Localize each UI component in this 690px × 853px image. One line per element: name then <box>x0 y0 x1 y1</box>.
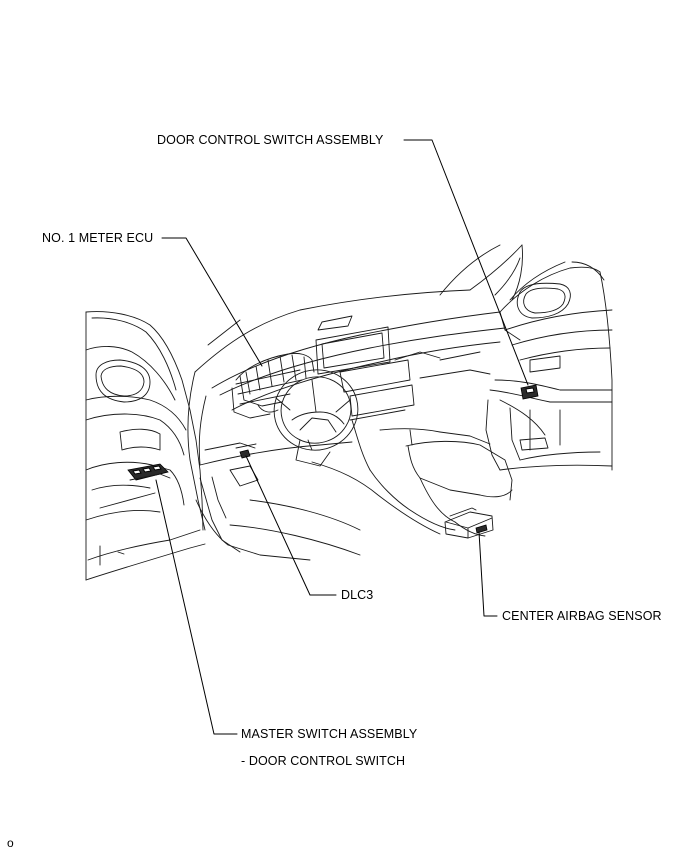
center-console <box>229 419 513 556</box>
left-door <box>85 311 206 581</box>
label-master-switch-assembly: MASTER SWITCH ASSEMBLY <box>241 727 418 741</box>
leader-meter-ecu <box>161 237 263 367</box>
footer-code: o <box>7 836 14 850</box>
dashboard <box>187 244 523 561</box>
leader-master-switch <box>155 479 238 735</box>
label-door-control-switch-sub: - DOOR CONTROL SWITCH <box>241 754 406 768</box>
leader-lines <box>155 139 529 735</box>
leader-center-airbag-sensor <box>478 531 498 617</box>
right-door <box>485 261 613 471</box>
label-door-control-switch-assembly: DOOR CONTROL SWITCH ASSEMBLY <box>157 133 384 147</box>
label-center-airbag-sensor: CENTER AIRBAG SENSOR <box>502 609 662 623</box>
label-no1-meter-ecu: NO. 1 METER ECU <box>42 231 154 245</box>
leader-dlc3 <box>245 455 337 596</box>
leader-door-control-switch <box>403 139 529 386</box>
label-dlc3: DLC3 <box>341 588 374 602</box>
